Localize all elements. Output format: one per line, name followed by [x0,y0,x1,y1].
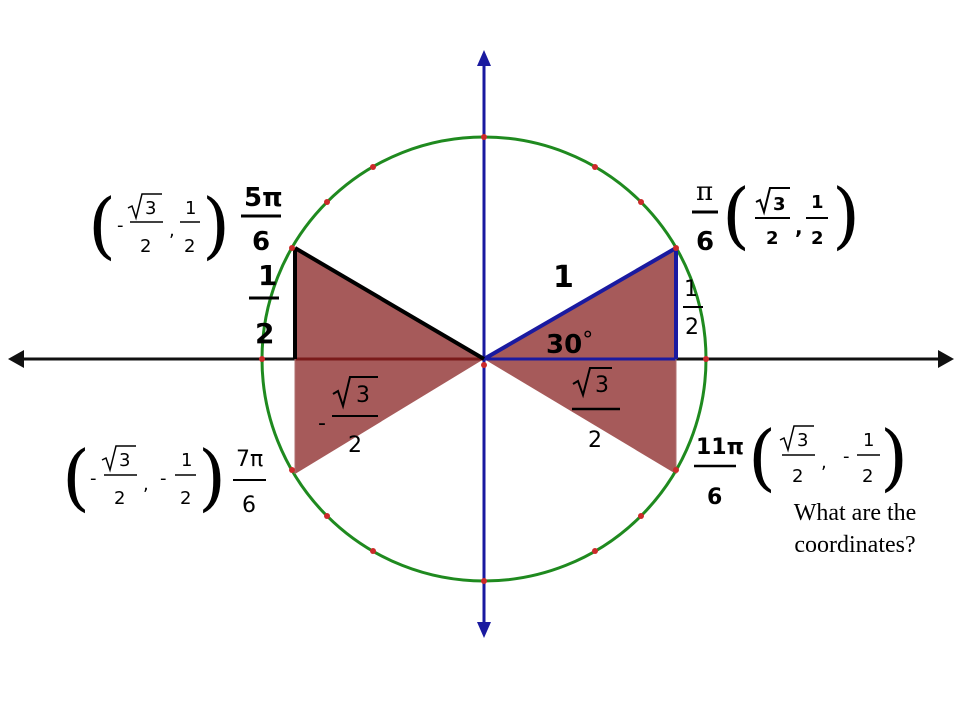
y-sign: - [843,446,850,467]
dot-150 [289,245,295,251]
open-paren: ( [748,415,776,499]
dot-225 [324,513,330,519]
horizontal-leg-label-left: - 3 2 [318,376,378,458]
leg-numerator: 1 [258,259,277,292]
x-numerator: 3 [145,198,156,219]
x-sign: - [90,468,97,489]
sqrt-radicand: 3 [356,383,370,408]
y-sign: - [160,468,167,489]
close-paren: ) [880,415,908,499]
dot-0 [703,356,709,362]
dot-135 [324,199,330,205]
y-denominator: 2 [180,488,191,509]
point-label-q3: ( - 3 2 , - 1 2 ) 7π 6 [62,435,266,519]
y-denominator: 2 [811,228,824,249]
dot-origin [481,362,487,368]
y-axis-up-arrow-icon [477,50,491,66]
question-line-1: What are the [793,500,917,526]
angle-denominator: 6 [696,227,714,257]
leg-denominator: 2 [588,428,602,453]
leg-denominator: 2 [255,317,274,350]
x-axis-right-arrow-icon [938,350,954,368]
vertical-leg-label-right: 1 2 [683,277,703,340]
x-denominator: 2 [114,488,125,509]
x-denominator: 2 [792,466,803,487]
dot-330 [673,467,679,473]
angle-denominator: 6 [242,493,256,518]
sqrt-sign-icon [332,376,378,410]
comma: , [821,452,827,473]
vertical-leg-label-left: 1 2 [249,259,279,350]
sqrt-sign-icon [101,445,136,473]
x-axis-left-arrow-icon [8,350,24,368]
dot-180 [259,356,265,362]
x-denominator: 2 [766,228,779,249]
leg-denominator: 2 [685,315,699,340]
triangle-q4 [484,359,676,474]
point-label-q2: ( - 3 2 , 1 2 ) 5π 6 [88,183,283,267]
angle-denominator: 6 [707,485,722,510]
sqrt-sign-icon [572,367,612,399]
dot-90 [481,134,487,140]
y-numerator: 1 [185,198,196,219]
y-numerator: 1 [863,430,874,451]
x-denominator: 2 [140,236,151,257]
leg-denominator: 2 [348,433,362,458]
dot-210 [289,467,295,473]
dot-30 [673,245,679,251]
x-sign: - [117,215,124,236]
angle-label: 30° [546,328,593,360]
dot-240 [370,548,376,554]
sqrt-sign-icon [779,425,814,453]
open-paren: ( [722,173,750,257]
hypotenuse-q1 [482,246,678,361]
dot-120 [370,164,376,170]
circle-angle-dots [259,134,709,584]
angle-numerator: 11π [696,435,744,460]
comma: , [143,474,149,495]
x-numerator: 3 [119,450,130,471]
angle-numerator: 7π [236,447,263,472]
dot-300 [592,548,598,554]
comma: , [169,220,175,241]
comma: , [795,215,803,239]
y-denominator: 2 [862,466,873,487]
sqrt-radicand: 3 [595,373,609,398]
leg-numerator: 1 [684,277,698,302]
horizontal-leg-label-right: 3 2 [572,367,620,453]
question-text: What are the coordinates? [760,497,950,561]
close-paren: ) [832,173,860,257]
point-label-q4: 11π 6 ( 3 2 , - 1 2 ) [694,415,908,510]
dot-45 [638,199,644,205]
angle-numerator: π [696,177,713,207]
open-paren: ( [62,435,90,519]
sqrt-sign-icon [755,187,790,216]
hypotenuse-q2 [293,246,486,361]
hypotenuse-label: 1 [553,260,574,295]
dot-270 [481,578,487,584]
sqrt-sign-icon [127,193,162,221]
y-numerator: 1 [181,450,192,471]
open-paren: ( [88,183,116,267]
question-line-2: coordinates? [794,532,916,558]
close-paren: ) [198,435,226,519]
dot-315 [638,513,644,519]
close-paren: ) [202,183,230,267]
angle-numerator: 5π [244,183,283,213]
triangle-q3 [295,359,484,474]
x-numerator: 3 [773,194,786,215]
leg-sign: - [318,411,326,436]
y-numerator: 1 [811,192,824,213]
dot-60 [592,164,598,170]
point-label-q1: π 6 ( 3 2 , 1 2 ) [692,173,860,257]
y-axis-down-arrow-icon [477,622,491,638]
angle-denominator: 6 [252,227,270,257]
y-denominator: 2 [184,236,195,257]
x-numerator: 3 [797,430,808,451]
